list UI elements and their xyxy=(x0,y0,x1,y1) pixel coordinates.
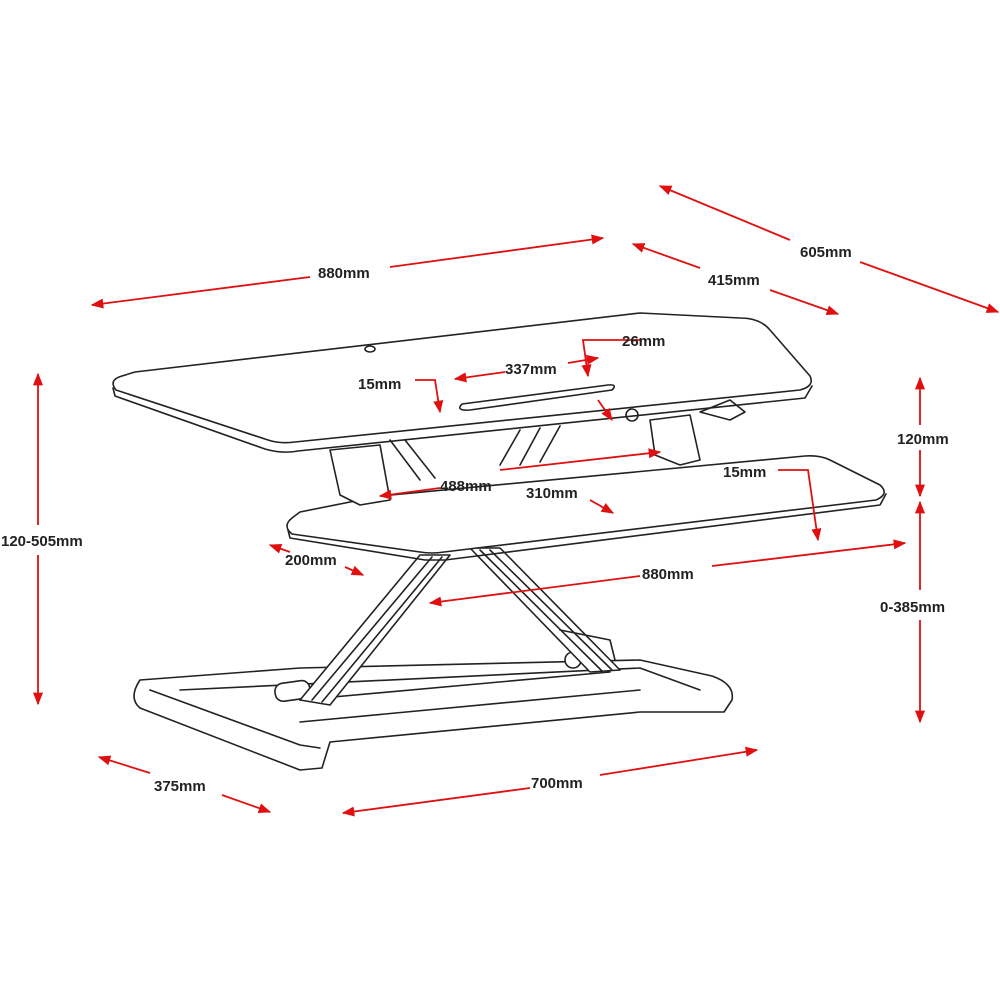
label-inner-width: 488mm xyxy=(440,478,492,495)
label-base-depth: 375mm xyxy=(154,778,206,795)
desktop-top xyxy=(112,312,813,453)
label-top-gap: 120mm xyxy=(897,431,949,448)
label-top-depth: 415mm xyxy=(708,272,760,289)
label-base-width: 700mm xyxy=(531,775,583,792)
label-lift-range: 0-385mm xyxy=(880,599,945,616)
base-frame xyxy=(133,651,734,771)
label-top-width: 880mm xyxy=(318,265,370,282)
label-top-thickness: 15mm xyxy=(358,376,401,393)
dimension-labels: 880mm 605mm 415mm 26mm 337mm 15mm 120mm … xyxy=(1,244,949,795)
upper-brackets xyxy=(329,399,746,506)
label-tray-thickness: 15mm xyxy=(723,464,766,481)
label-tray-back: 310mm xyxy=(526,485,578,502)
label-tray-depth: 200mm xyxy=(285,552,337,569)
keyboard-tray xyxy=(286,455,887,561)
label-tray-width: 880mm xyxy=(642,566,694,583)
label-slot-depth: 26mm xyxy=(622,333,665,350)
tablet-slot xyxy=(459,384,616,411)
label-total-height: 120-505mm xyxy=(1,533,83,550)
dimension-lines xyxy=(32,185,1000,817)
scissor-lift xyxy=(299,547,621,706)
label-total-depth: 605mm xyxy=(800,244,852,261)
label-slot-width: 337mm xyxy=(505,361,557,378)
